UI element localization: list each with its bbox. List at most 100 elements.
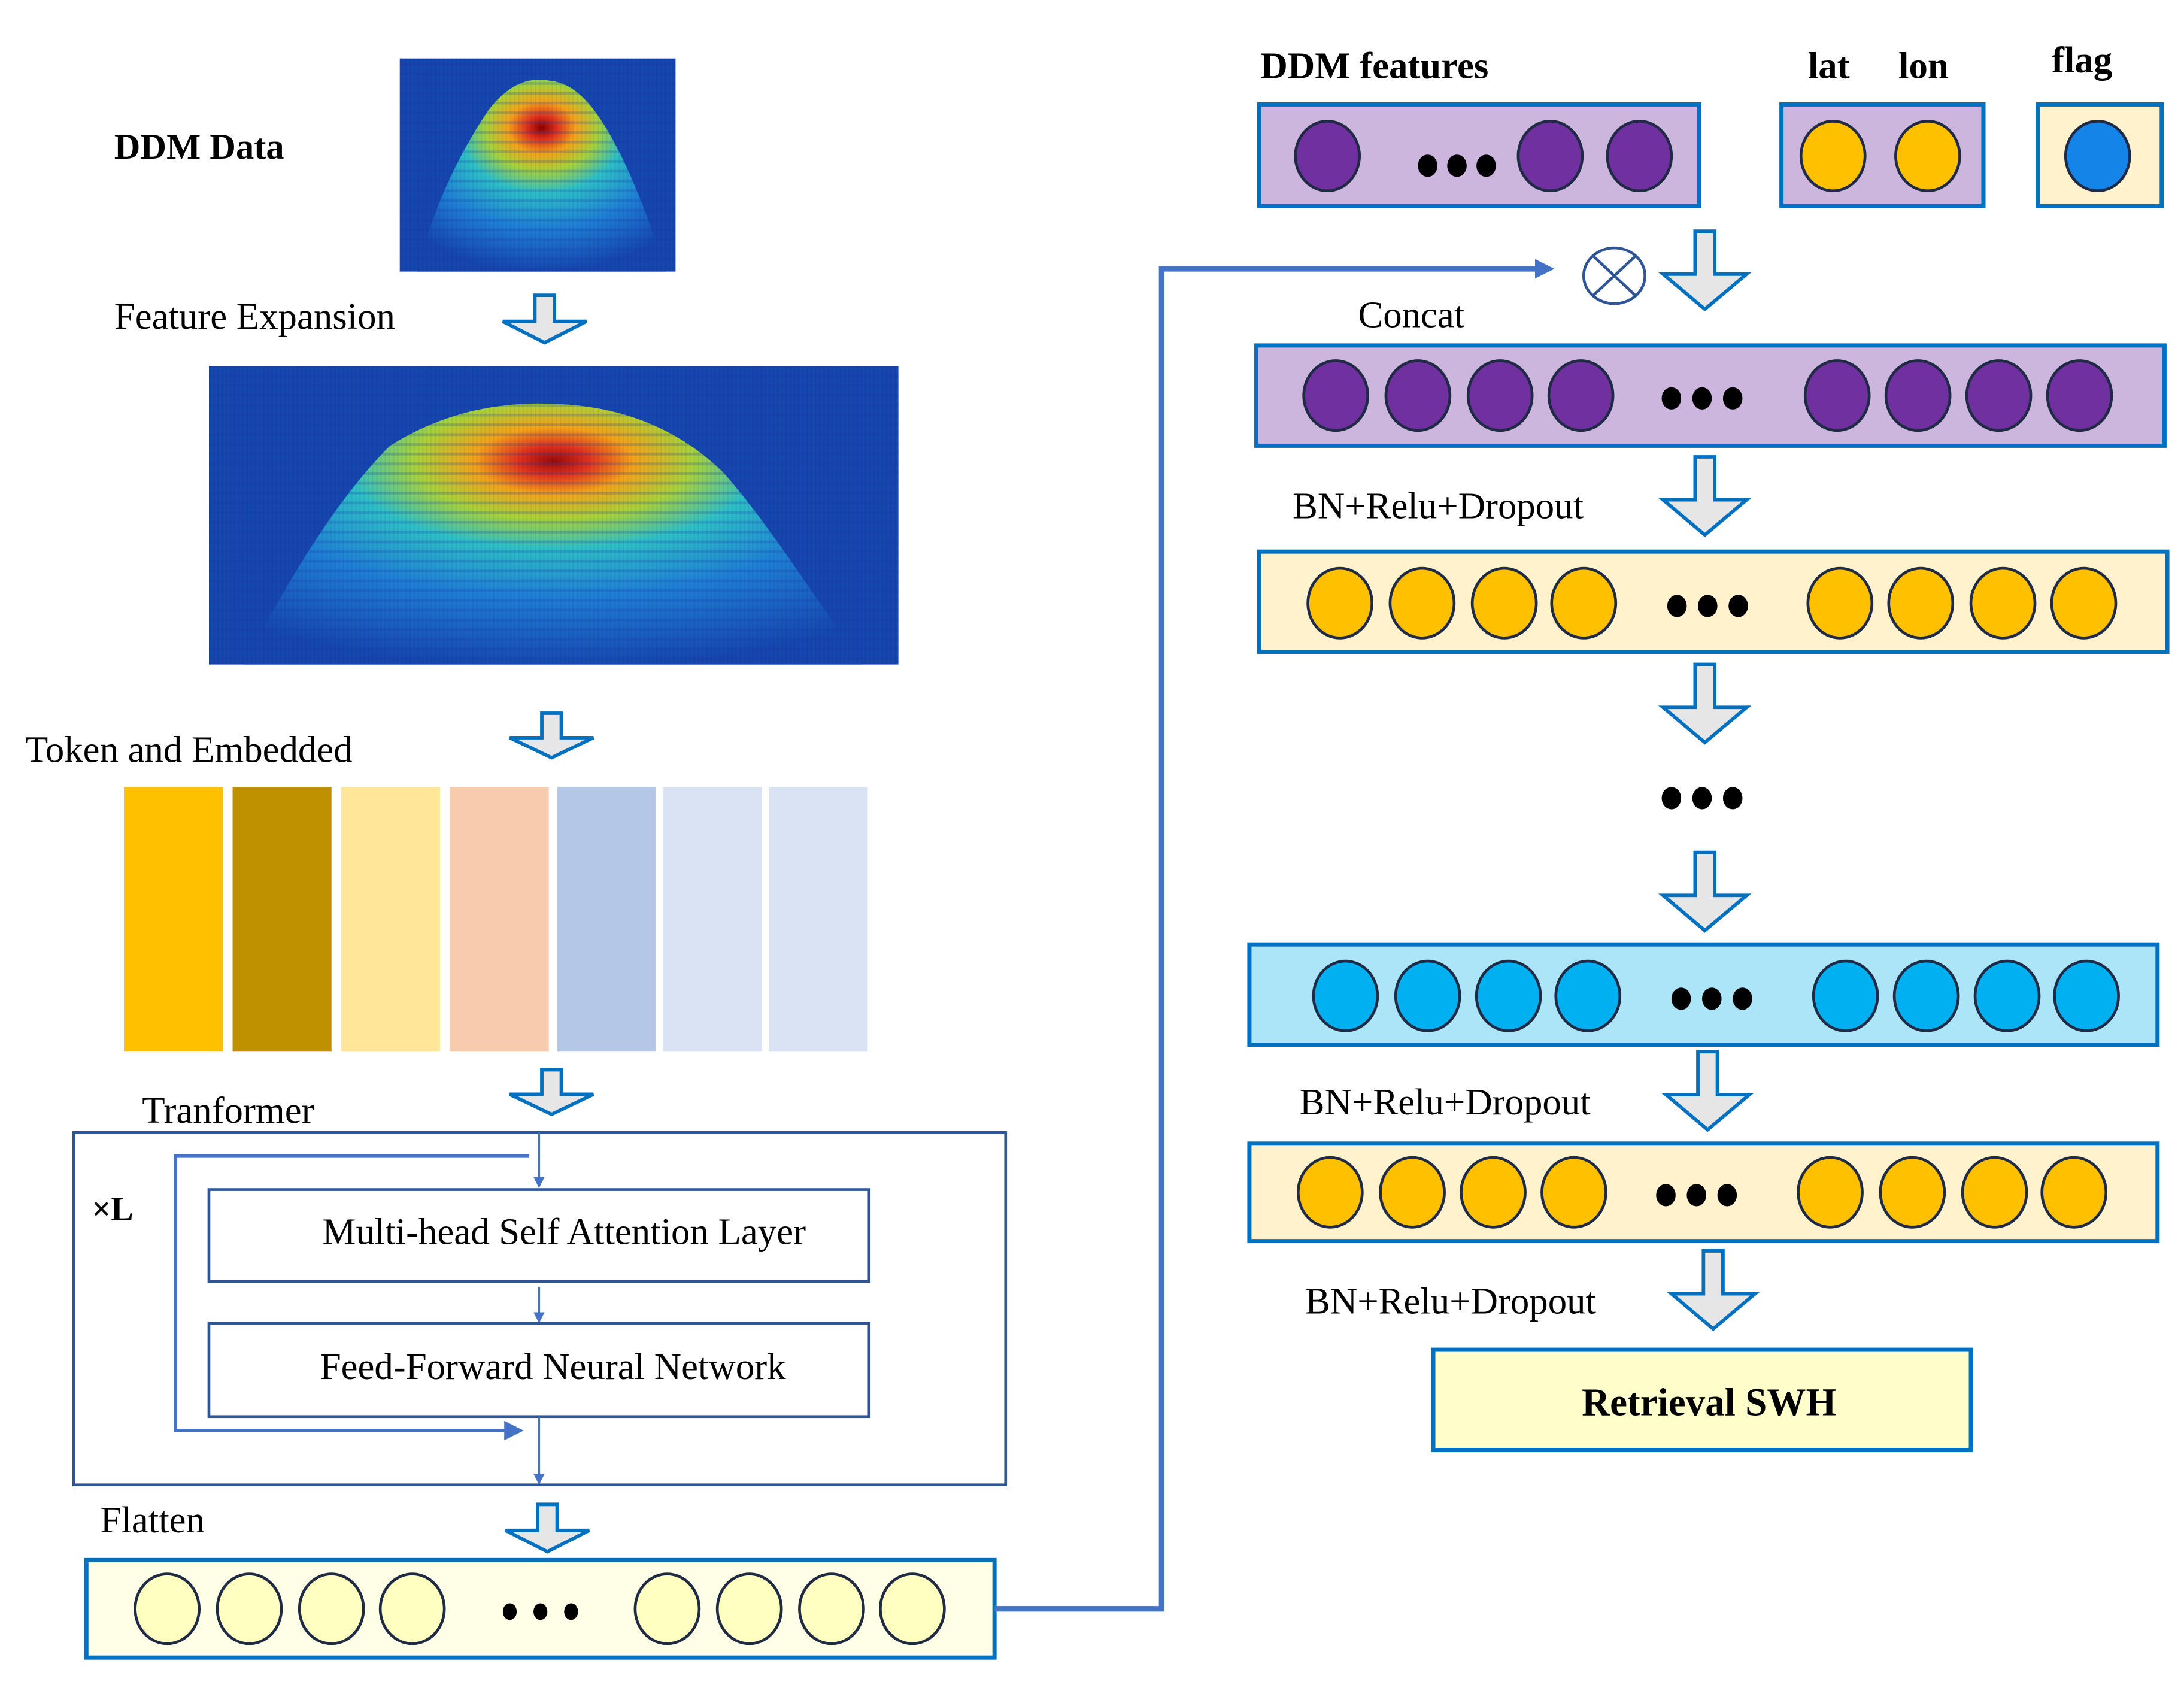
concat-label: Concat: [1358, 294, 1464, 336]
neuron-node: [1884, 359, 1952, 432]
bn-relu-dropout-label-3: BN+Relu+Dropout: [1305, 1280, 1597, 1322]
flatten-label: Flatten: [101, 1499, 205, 1541]
neuron-node: [1803, 359, 1871, 432]
bn-relu-dropout-label-1: BN+Relu+Dropout: [1293, 484, 1584, 526]
neuron-node: [298, 1572, 365, 1645]
attention-layer-box: [207, 1188, 871, 1283]
neuron-node: [1297, 1156, 1364, 1229]
ddm-data-label: DDM Data: [114, 127, 284, 167]
down-arrow-icon: [1658, 455, 1752, 538]
feature-expansion-label: Feature Expansion: [114, 295, 395, 337]
down-arrow-icon: [1661, 1050, 1755, 1132]
token-embedding-bar: [124, 787, 223, 1052]
neuron-node: [879, 1572, 946, 1645]
neuron-node: [1547, 359, 1615, 432]
flag-label: flag: [2052, 39, 2112, 81]
combine-otimes-icon: [1582, 246, 1646, 305]
ellipsis-icon: [1661, 787, 1743, 810]
concat-layer: [1254, 343, 2167, 448]
neuron-node: [633, 1572, 701, 1645]
attention-layer-label: Multi-head Self Attention Layer: [322, 1210, 806, 1252]
neuron-node: [1306, 566, 1373, 640]
neuron-node: [1892, 959, 1960, 1032]
repeat-count-label: ×L: [92, 1191, 134, 1228]
neuron-node: [1384, 359, 1452, 432]
neuron-node: [1294, 120, 1361, 193]
lat-node: [1799, 120, 1867, 193]
neuron-node: [1969, 566, 2037, 640]
transformer-label: Tranformer: [142, 1089, 314, 1131]
lon-label: lon: [1898, 44, 1949, 86]
ellipsis-icon: [502, 1603, 578, 1620]
residual-connection: [174, 1154, 530, 1441]
down-arrow-icon: [505, 1502, 590, 1554]
dense-layer-out: [1247, 1141, 2160, 1244]
ddm-feature-nodes: [1294, 120, 1673, 193]
output-box: [1431, 1347, 1973, 1453]
bn-relu-dropout-label-2: BN+Relu+Dropout: [1300, 1081, 1591, 1123]
down-arrow-icon: [509, 711, 594, 760]
neuron-node: [378, 1572, 446, 1645]
neuron-node: [1475, 959, 1542, 1032]
neuron-node: [1606, 120, 1673, 193]
neuron-node: [2040, 1156, 2108, 1229]
token-embeddings: [124, 787, 868, 1052]
neuron-node: [1302, 359, 1369, 432]
neuron-node: [715, 1572, 783, 1645]
neuron-node: [798, 1572, 865, 1645]
dense-layer-1: [1257, 549, 2170, 654]
neuron-node: [1379, 1156, 1446, 1229]
dense-layer-n: [1247, 942, 2160, 1047]
flatten-nodes: [134, 1572, 946, 1645]
neuron-node: [1312, 959, 1379, 1032]
down-arrow-icon: [1658, 229, 1752, 312]
neuron-node: [216, 1572, 283, 1645]
down-arrow-icon: [509, 1068, 594, 1117]
neuron-node: [1973, 959, 2041, 1032]
flag-node: [2064, 120, 2131, 193]
ddm-data-image: [399, 58, 676, 272]
neuron-node: [1550, 566, 1618, 640]
down-arrow-icon: [1658, 850, 1752, 933]
ffn-layer-label: Feed-Forward Neural Network: [320, 1345, 786, 1387]
neuron-node: [2046, 359, 2113, 432]
token-embedding-bar: [341, 787, 441, 1052]
neuron-node: [1812, 959, 1879, 1032]
ffn-layer-box: [207, 1322, 871, 1419]
token-embedded-label: Token and Embedded: [25, 728, 353, 770]
lat-label: lat: [1808, 44, 1850, 86]
neuron-node: [1797, 1156, 1864, 1229]
down-arrow-icon: [502, 293, 587, 345]
token-embedding-bar: [232, 787, 332, 1052]
output-label: Retrieval SWH: [1582, 1381, 1836, 1424]
ellipsis-icon: [1661, 387, 1743, 410]
ellipsis-icon: [1418, 154, 1496, 177]
ellipsis-icon: [1667, 595, 1748, 617]
neuron-node: [1516, 120, 1584, 193]
neuron-node: [2053, 959, 2120, 1032]
token-embedding-bar: [450, 787, 549, 1052]
neuron-node: [1554, 959, 1622, 1032]
neuron-node: [1961, 1156, 2028, 1229]
expanded-ddm-image: [208, 366, 899, 665]
neuron-node: [1887, 566, 1955, 640]
neuron-node: [1540, 1156, 1607, 1229]
down-arrow-icon: [1666, 1249, 1760, 1331]
neuron-node: [1879, 1156, 1946, 1229]
neuron-node: [1470, 566, 1538, 640]
ellipsis-icon: [1671, 987, 1752, 1010]
neuron-node: [2050, 566, 2118, 640]
neuron-node: [1388, 566, 1456, 640]
lon-node: [1894, 120, 1961, 193]
neuron-node: [1394, 959, 1461, 1032]
neuron-node: [1466, 359, 1534, 432]
neuron-node: [134, 1572, 201, 1645]
flatten-to-concat-connector: [994, 259, 1555, 1612]
neuron-node: [1965, 359, 2033, 432]
neuron-node: [1460, 1156, 1527, 1229]
token-embedding-bar: [663, 787, 762, 1052]
ddm-features-label: DDM features: [1261, 44, 1489, 86]
down-arrow-icon: [1658, 662, 1752, 745]
token-embedding-bar: [557, 787, 656, 1052]
